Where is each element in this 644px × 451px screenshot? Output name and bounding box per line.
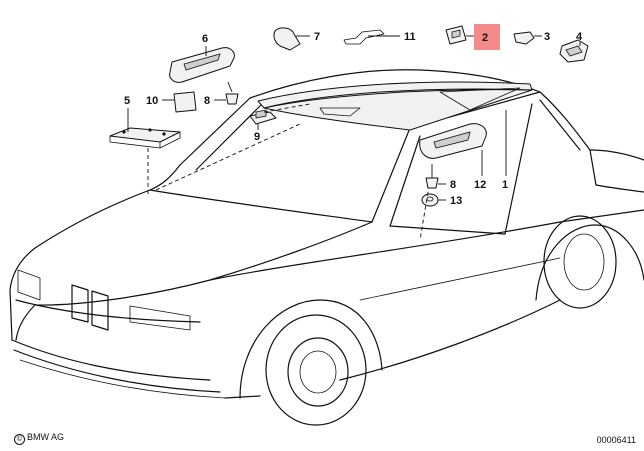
- callout-6[interactable]: 6: [202, 33, 208, 45]
- assembly-lines: [147, 103, 429, 241]
- handle-part-12: [419, 123, 487, 159]
- screw-part-8-upper: [225, 81, 239, 105]
- callout-11[interactable]: 11: [404, 31, 416, 43]
- callout-4[interactable]: 4: [576, 31, 583, 43]
- callout-2[interactable]: 2: [482, 32, 488, 44]
- copyright-text: BMW AG: [27, 432, 65, 442]
- callout-12[interactable]: 12: [474, 179, 486, 191]
- callout-10[interactable]: 10: [146, 95, 158, 107]
- callout-7[interactable]: 7: [314, 31, 320, 43]
- grab-handle-part-6: [169, 47, 235, 83]
- hook-part-7: [273, 27, 301, 51]
- callout-13[interactable]: 13: [450, 195, 462, 207]
- callout-9[interactable]: 9: [254, 131, 260, 143]
- cover-part-10: [173, 91, 197, 113]
- bracket-part-11: [343, 29, 385, 45]
- clip-part-3: [513, 31, 535, 45]
- highlight-box-part-2: [474, 24, 500, 50]
- callout-3[interactable]: 3: [544, 31, 550, 43]
- callout-5[interactable]: 5: [124, 95, 130, 107]
- copyright-icon: ©: [14, 434, 25, 445]
- leader-lines: [127, 35, 581, 201]
- copyright-notice: ©BMW AG: [14, 432, 64, 445]
- car-outline: [9, 69, 644, 426]
- callout-1[interactable]: 1: [502, 179, 508, 191]
- document-id: 00006411: [596, 435, 636, 445]
- callout-8-lower[interactable]: 8: [450, 179, 456, 191]
- headliner-part-1: [257, 81, 533, 131]
- callout-labels: 6 7 11 2 3 4 5 10 8 9 8 12 1 13: [124, 31, 583, 207]
- callout-8-upper[interactable]: 8: [204, 95, 210, 107]
- latch-part-4: [559, 39, 589, 63]
- panel-part-5: [109, 127, 181, 149]
- clip-part-9: [249, 109, 277, 125]
- screw-part-8-lower: [425, 164, 439, 189]
- nut-part-13: [421, 193, 439, 207]
- switch-part-2: [445, 25, 467, 45]
